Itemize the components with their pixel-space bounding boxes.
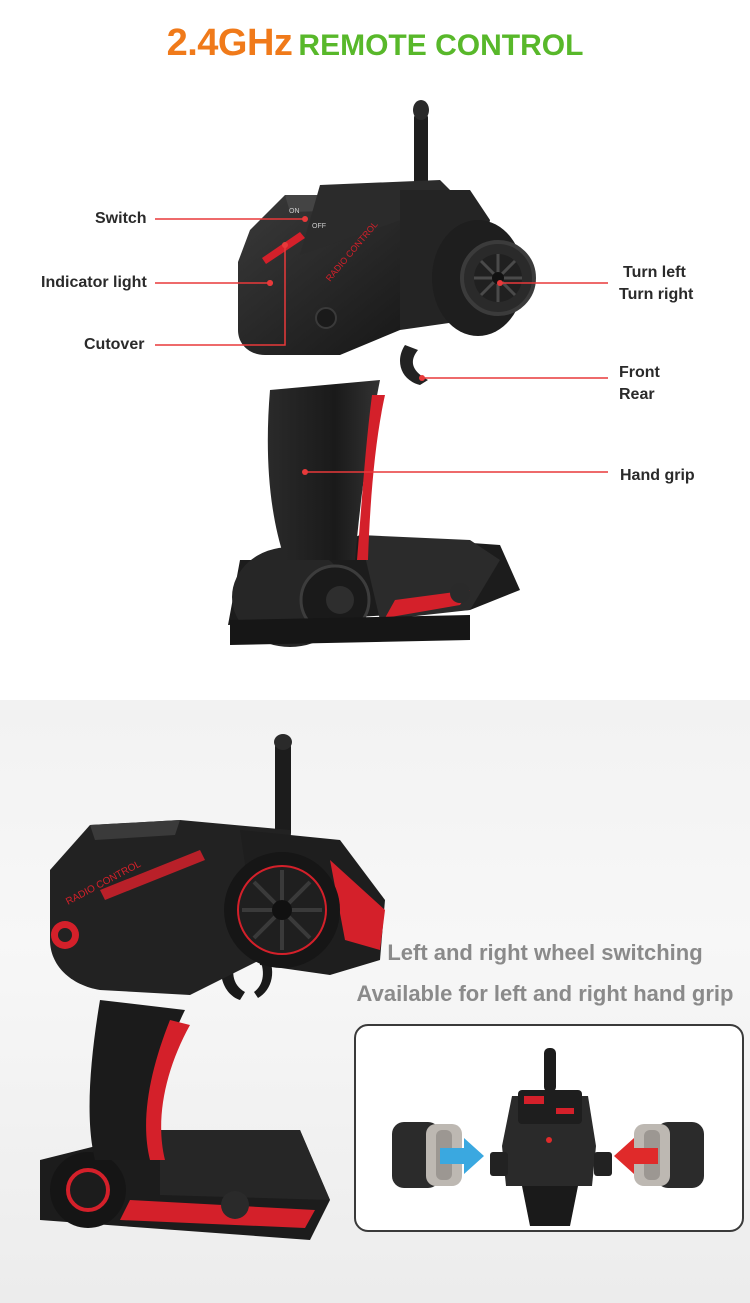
- controller-side-view: RADIO CONTROL: [40, 734, 385, 1240]
- hand-grip: [267, 380, 385, 560]
- callout-switch: Switch: [95, 210, 147, 227]
- wheel-switch-diagram: [392, 1048, 704, 1226]
- callout-rear: Rear: [619, 386, 655, 403]
- switch-off-label: OFF: [312, 223, 326, 230]
- left-wheel: [392, 1122, 462, 1188]
- switch-on-label: ON: [289, 208, 300, 215]
- steering-wheel: [432, 220, 536, 336]
- callout-cutover: Cutover: [84, 336, 145, 353]
- blue-arrow-icon: [440, 1138, 484, 1174]
- callout-front: Front: [619, 364, 660, 381]
- title-name: REMOTE CONTROL: [298, 29, 584, 62]
- diagram-controller: [490, 1048, 612, 1226]
- controller-base: [228, 535, 520, 647]
- callout-hand-grip: Hand grip: [620, 467, 695, 484]
- red-arrow-icon: [614, 1138, 658, 1174]
- callout-dots: [267, 216, 503, 475]
- caption-hand-grip: Available for left and right hand grip: [356, 981, 734, 1006]
- trigger: [400, 345, 428, 385]
- caption-wheel-switching: Left and right wheel switching: [387, 940, 703, 965]
- callout-turn-right: Turn right: [619, 286, 694, 303]
- title-frequency: 2.4GHz: [166, 22, 293, 64]
- callout-lines: [155, 218, 608, 473]
- controller-body: [238, 180, 490, 355]
- callout-turn-left: Turn left: [623, 264, 686, 281]
- antenna: [413, 100, 429, 192]
- wheel-switch-diagram-frame: [354, 1024, 744, 1232]
- controller-front-view: RADIO CONTROL ON OFF: [155, 100, 608, 647]
- callout-indicator-light: Indicator light: [41, 274, 147, 291]
